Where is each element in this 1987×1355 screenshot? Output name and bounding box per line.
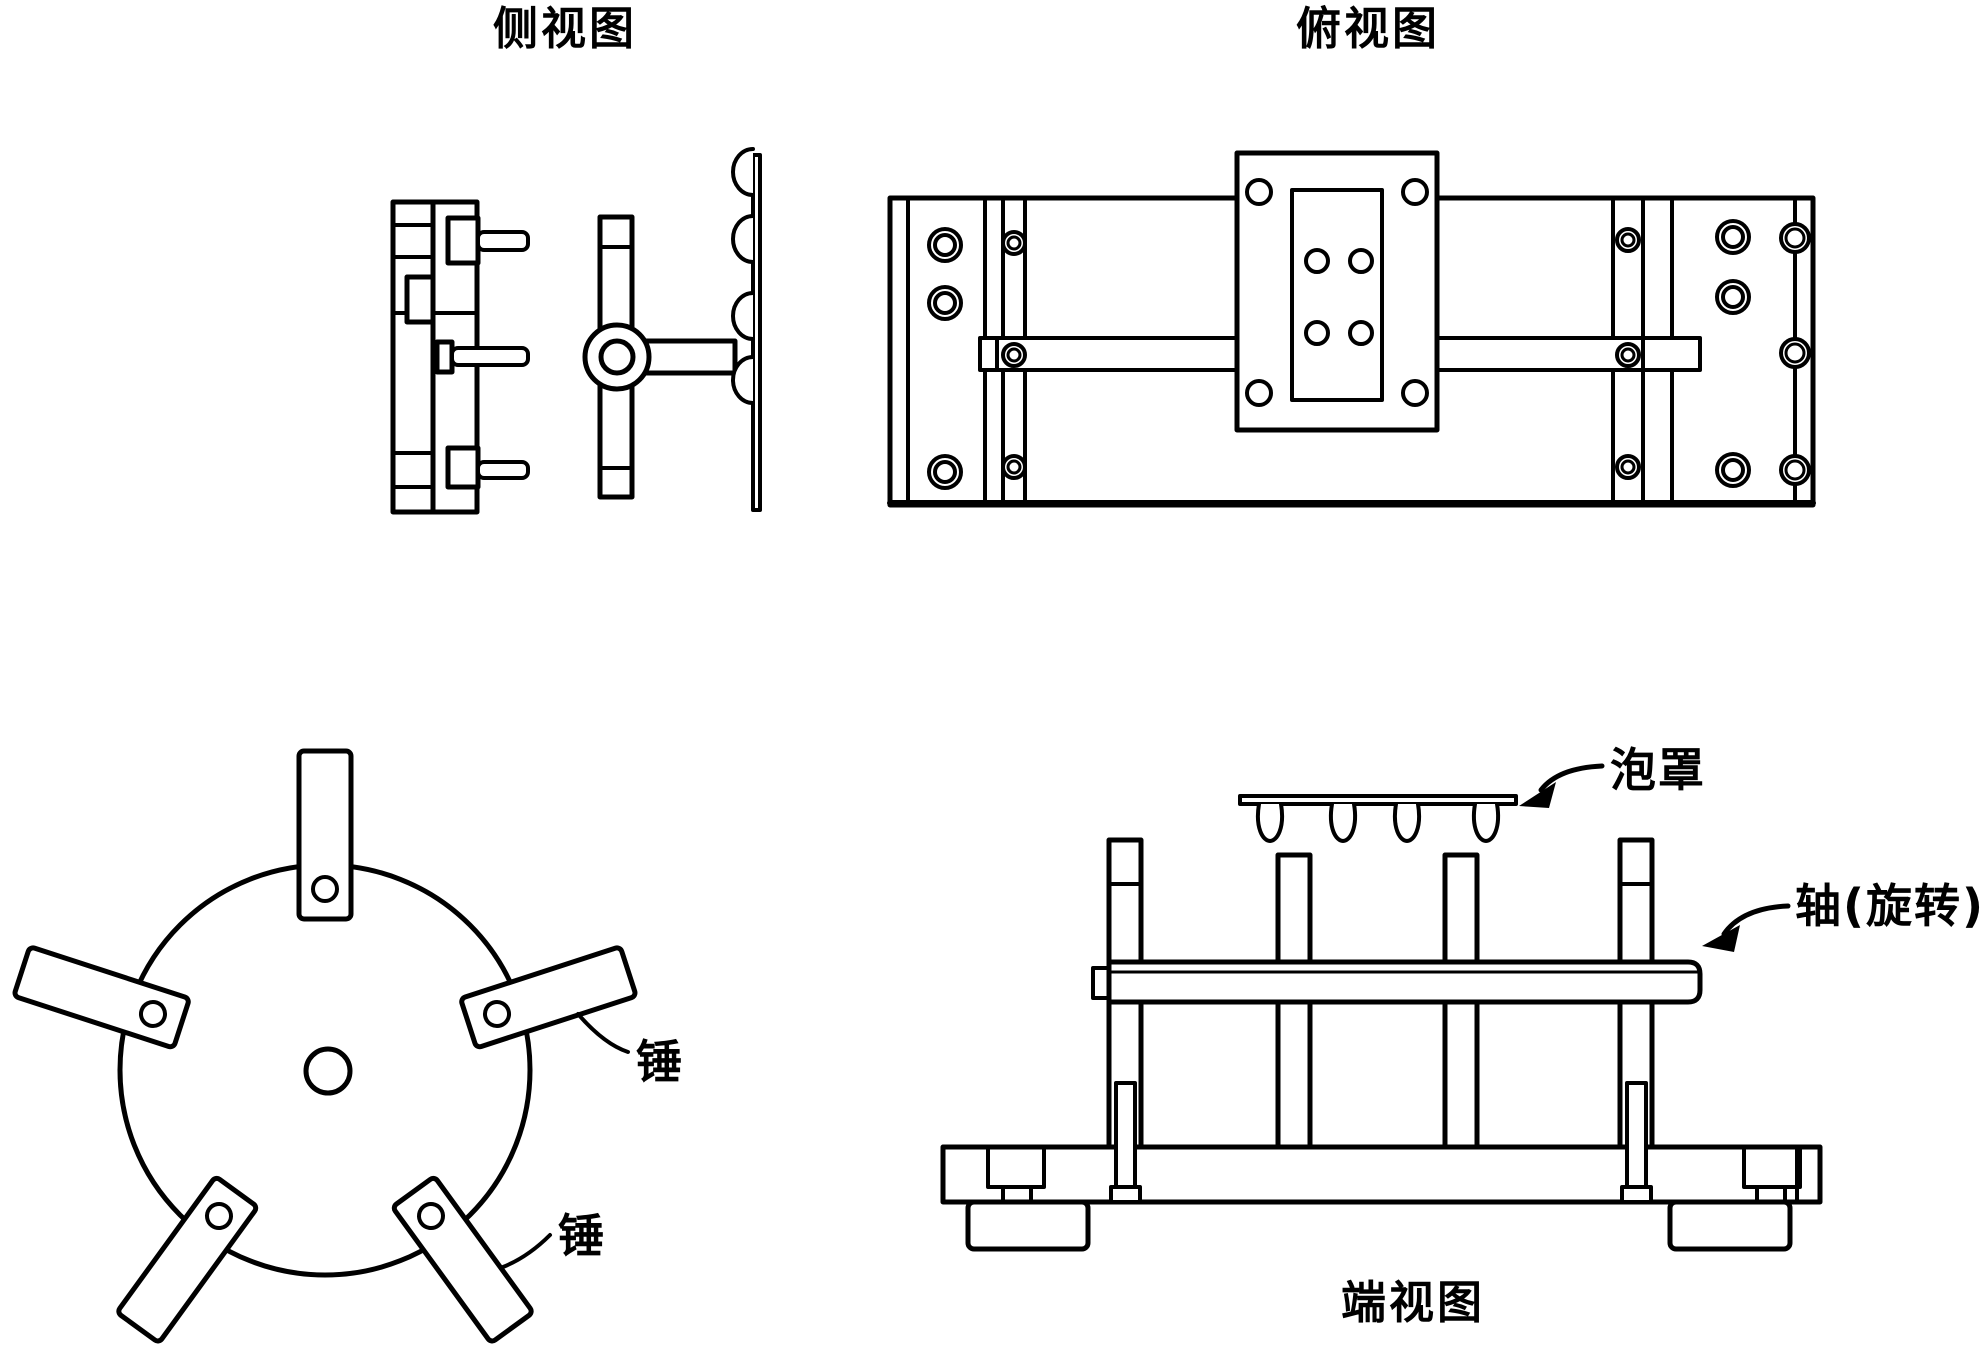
bracket-block <box>404 274 436 325</box>
edge-bolt <box>1779 337 1811 369</box>
blister-dome <box>1472 802 1500 843</box>
blister-dome <box>731 291 755 341</box>
pocket-hole <box>1304 248 1330 274</box>
rail-bolt <box>1001 342 1027 368</box>
caption-end-view: 端视图 <box>1341 1276 1485 1329</box>
blister-sheet-edge <box>751 153 762 512</box>
side-view-rotor-arm <box>582 214 738 500</box>
plate-corner-hole <box>1401 178 1429 206</box>
plate-corner-hole <box>1245 178 1273 206</box>
hammer-top <box>296 748 354 922</box>
bolt-hole <box>1715 279 1751 315</box>
blister-dome <box>1256 802 1284 843</box>
arrowhead <box>1519 782 1556 808</box>
side-view-bolt-bottom <box>445 445 530 490</box>
cross-bar-right <box>1435 336 1702 372</box>
plate-corner-hole <box>1401 379 1429 407</box>
pocket-hole <box>1348 320 1374 346</box>
hammer-upper-right <box>459 945 638 1050</box>
end-view-drawing <box>940 763 1823 1252</box>
hammer-lower-left <box>116 1175 259 1344</box>
rail-bolt <box>1615 227 1641 253</box>
rotating-shaft <box>1091 959 1703 1005</box>
edge-bolt <box>1779 454 1811 486</box>
blister-dome <box>1329 802 1357 843</box>
bolt-hole <box>927 285 963 321</box>
hammer-pivot-hole <box>205 1202 233 1230</box>
plate-corner-hole <box>1245 379 1273 407</box>
bolt-hole <box>1715 452 1751 488</box>
hammer-pivot-hole <box>139 1000 167 1028</box>
post-anchor-rod-right <box>1620 1081 1653 1204</box>
hammer-pivot-hole <box>483 1000 511 1028</box>
blister-dome <box>731 214 755 264</box>
shaft-body <box>1106 959 1703 1005</box>
leader-line-hammer-lower <box>501 1233 552 1269</box>
rail-bolt <box>1001 454 1027 480</box>
label-blister: 泡罩 <box>1610 743 1706 797</box>
rotor-center-bore <box>303 1046 353 1096</box>
end-view-blister-strip <box>1238 794 1518 843</box>
hub-bearing-bore <box>598 338 636 376</box>
pocket-hole <box>1348 248 1374 274</box>
rail-bolt <box>1001 230 1027 256</box>
hammer-lower-right <box>391 1175 534 1344</box>
top-view-center-plate <box>1234 150 1440 433</box>
shaft-annotation-arrow <box>1702 903 1791 952</box>
base-plate <box>940 1144 1823 1205</box>
edge-bolt <box>1779 222 1811 254</box>
rotor-disc-view <box>12 748 638 1344</box>
hammer-upper-left <box>12 945 191 1050</box>
leader-line-hammer-upper <box>576 1012 630 1054</box>
blister-sheet <box>1238 794 1518 806</box>
caption-top-view: 俯视图 <box>1296 2 1440 55</box>
top-view-drawing <box>887 150 1816 508</box>
arrowhead <box>1702 925 1740 952</box>
bolt-hole <box>927 227 963 263</box>
caption-side-view: 侧视图 <box>493 2 637 55</box>
bolt-hole <box>1715 219 1751 255</box>
side-view-bolt-middle <box>434 339 530 375</box>
hammer-pivot-hole <box>417 1202 445 1230</box>
rail-bolt <box>1615 342 1641 368</box>
post-anchor-rod-left <box>1109 1081 1142 1204</box>
label-hammer-lower: 锤 <box>558 1209 606 1263</box>
blister-dome <box>1393 802 1421 843</box>
side-view-bolt-top <box>445 215 530 266</box>
side-view-blister-strip <box>731 147 762 512</box>
pocket-hole <box>1304 320 1330 346</box>
label-hammer-upper: 锤 <box>636 1035 684 1089</box>
rail-bolt <box>1615 454 1641 480</box>
bolt-hole <box>927 454 963 490</box>
blister-annotation-arrow <box>1519 763 1605 808</box>
hammer-pivot-hole <box>311 875 339 903</box>
machine-foot-right <box>1667 1199 1793 1252</box>
blister-dome <box>731 147 755 197</box>
blister-dome <box>731 355 755 405</box>
label-shaft: 轴(旋转) <box>1795 879 1985 933</box>
side-view-drawing <box>390 147 762 515</box>
center-plate-pocket <box>1290 188 1384 402</box>
machine-foot-left <box>965 1199 1091 1252</box>
